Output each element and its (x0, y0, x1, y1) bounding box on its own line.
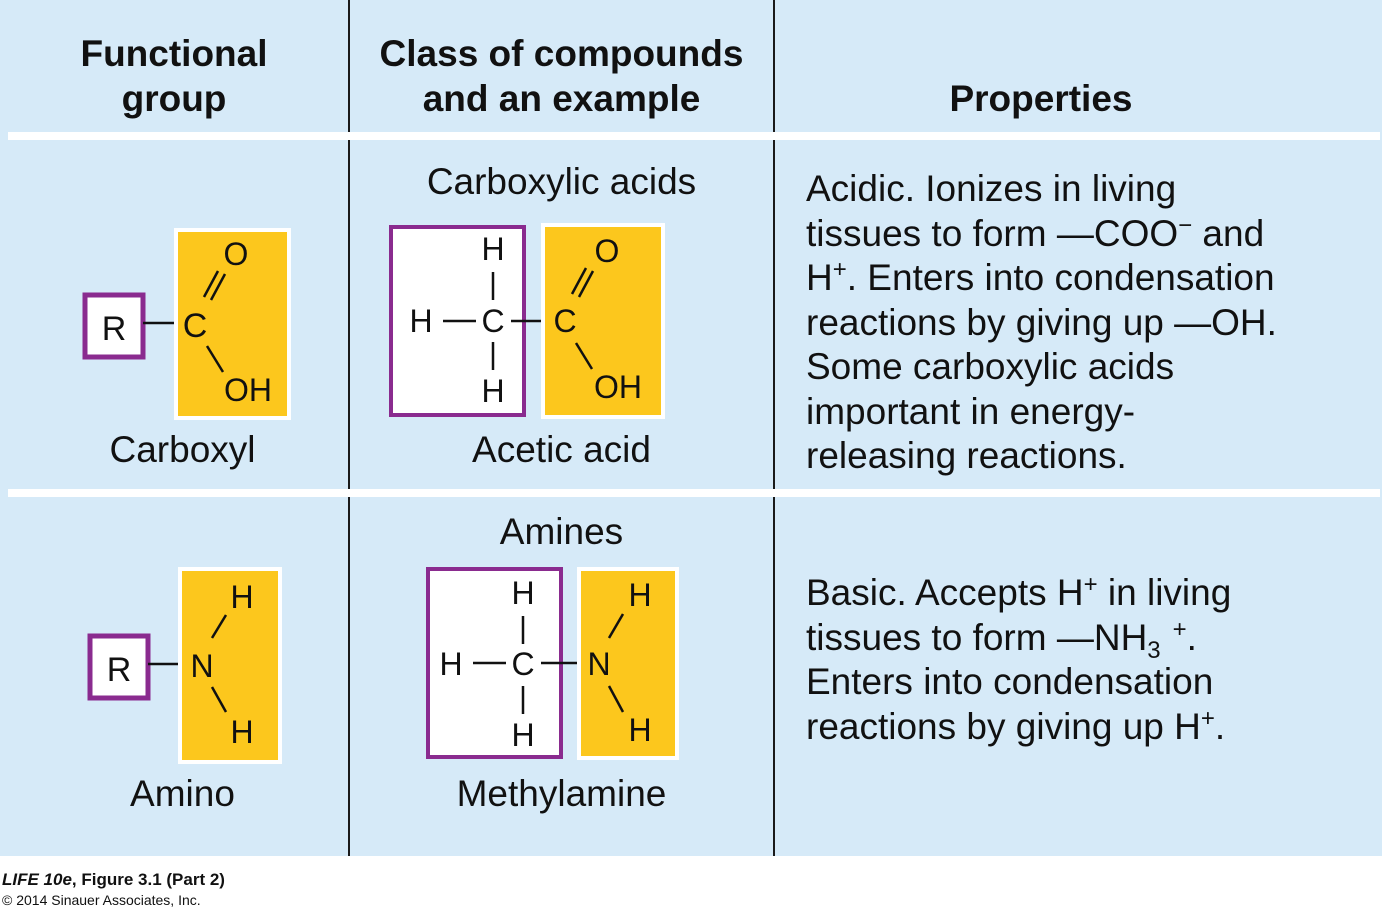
amino-box (178, 567, 282, 764)
properties-line: important in energy- (806, 390, 1136, 432)
nitrogen-atom: N (190, 648, 213, 684)
superscript: + (1200, 704, 1215, 732)
copyright-notice: © 2014 Sinauer Associates, Inc. (2, 892, 201, 908)
text-segment: H (806, 257, 833, 298)
h-top-atom: H (481, 231, 504, 267)
functional-groups-table: Functional group Class of compounds and … (0, 0, 1382, 856)
text-segment: tissues to form —COO (806, 212, 1179, 254)
carboxyl-carbon-atom: C (553, 303, 576, 339)
superscript: − (1178, 211, 1193, 239)
properties-line: tissues to form —COO− and (806, 212, 1277, 257)
text-segment: and (1192, 212, 1265, 254)
methylamine-label: Methylamine (456, 773, 667, 814)
carboxylic-acids-label: Carboxylic acids (426, 161, 697, 202)
properties-line: Acidic. Ionizes in living (806, 168, 1177, 209)
acetic-acid-structure: H H C H C O OH (389, 223, 665, 419)
oxygen-atom: O (595, 233, 620, 269)
h-top-atom: H (511, 575, 534, 611)
carbon-atom: C (511, 646, 534, 682)
h-bottom-atom: H (511, 717, 534, 753)
double-bond-line-1 (570, 267, 588, 295)
properties-line: H+. Enters into condensation (806, 256, 1277, 301)
r-group-box (87, 633, 151, 701)
amino-label: Amino (130, 773, 235, 814)
text-segment: . (1186, 616, 1197, 658)
double-bond-line-2 (577, 270, 595, 298)
bond-n-h-top (607, 613, 625, 639)
nitrogen-atom: N (587, 646, 610, 682)
methyl-box (389, 225, 526, 417)
superscript: + (1083, 571, 1098, 598)
double-bond-line-2 (209, 273, 227, 301)
carbon-atom: C (183, 307, 208, 345)
amino-box-example (577, 567, 679, 760)
single-bond-oh (574, 342, 594, 370)
header-class-of-compounds: Class of compounds and an example (350, 31, 773, 121)
column-divider-2 (773, 0, 775, 856)
h-left-atom: H (409, 303, 432, 339)
amines-label: Amines (499, 511, 624, 552)
figure-caption: LIFE 10e, Figure 3.1 (Part 2) (2, 870, 225, 890)
column-divider-1 (348, 0, 350, 856)
carboxyl-box (174, 228, 291, 420)
bond-n-h-bottom (607, 685, 625, 713)
properties-line: Basic. Accepts H+ in living (806, 571, 1231, 616)
single-bond-oh (205, 345, 225, 373)
hydroxyl-label: OH (224, 372, 272, 408)
header-functional-group-line2: group (121, 78, 227, 119)
text-segment: Basic. Accepts H (806, 572, 1084, 613)
properties-line: Some carboxylic acids (806, 346, 1175, 387)
properties-line: reactions by giving up H+. (806, 705, 1231, 750)
h-left-atom: H (439, 646, 462, 682)
acetic-acid-label: Acetic acid (472, 429, 651, 470)
header-class-line2: and an example (422, 78, 701, 119)
properties-line: reactions by giving up —OH. (806, 301, 1277, 343)
carboxyl-group-structure: R C O OH (82, 228, 291, 420)
carboxyl-box-example (541, 223, 665, 419)
h-top-atom: H (230, 579, 253, 615)
header-class-line1: Class of compounds (379, 33, 744, 74)
properties-line: tissues to form —NH3 +. (806, 615, 1231, 664)
text-segment: tissues to form —NH (806, 616, 1148, 658)
amino-properties: Basic. Accepts H+ in living tissues to f… (806, 571, 1231, 749)
nh-top-atom: H (628, 577, 651, 613)
properties-line: releasing reactions. (806, 435, 1127, 476)
figure-number: , Figure 3.1 (Part 2) (71, 870, 225, 889)
carboxyl-label: Carboxyl (109, 429, 256, 470)
bond-n-h-bottom (210, 686, 228, 713)
methylamine-structure: H H C H N H H (426, 567, 679, 760)
bond-n-h-top (210, 614, 228, 639)
header-properties: Properties (949, 78, 1133, 119)
row-divider (8, 489, 1380, 497)
hydroxyl-label: OH (594, 369, 642, 405)
header-functional-group: Functional group (0, 31, 348, 121)
oxygen-atom: O (224, 236, 249, 272)
r-group-box (82, 292, 146, 360)
subscript: 3 (1147, 636, 1161, 664)
nh-bottom-atom: H (628, 712, 651, 748)
properties-line: Enters into condensation (806, 661, 1214, 702)
h-bottom-atom: H (230, 714, 253, 750)
r-atom: R (107, 651, 132, 689)
h-bottom-atom: H (481, 373, 504, 409)
carboxyl-properties: Acidic. Ionizes in living tissues to for… (806, 167, 1277, 479)
header-divider (8, 132, 1380, 140)
double-bond-line-1 (202, 270, 220, 298)
text-segment: in living (1097, 572, 1232, 613)
amino-group-structure: R N H H (87, 567, 282, 764)
text-segment: reactions by giving up H (806, 705, 1201, 747)
methyl-carbon-atom: C (481, 303, 504, 339)
text-segment: . (1214, 705, 1226, 747)
book-title: LIFE 10e (2, 870, 72, 889)
text-segment: . Enters into condensation (846, 257, 1275, 298)
header-functional-group-line1: Functional (80, 33, 268, 74)
superscript: + (1172, 615, 1187, 643)
r-atom: R (102, 310, 127, 348)
superscript: + (832, 256, 847, 283)
